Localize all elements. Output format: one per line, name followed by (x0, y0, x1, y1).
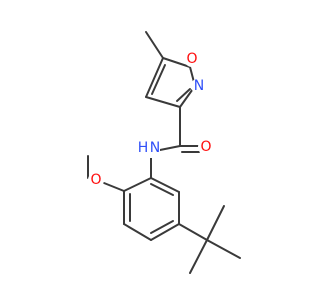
atom-label-layer: O N O N H O (88, 51, 214, 188)
isoxazole-nitrogen-atom: N (191, 78, 207, 94)
bond-tbu-me3 (189, 239, 208, 274)
amide-hydrogen-label: H (138, 140, 149, 156)
methoxy-oxygen-atom: O (88, 172, 104, 188)
bond-c4-c5 (145, 57, 164, 98)
amide-nitrogen-atom: N H (136, 140, 160, 158)
molecule-structure: O N O N H O (87, 31, 241, 274)
bond-ar4-ar5 (150, 223, 180, 241)
bond-ar5-tbu (178, 223, 208, 241)
carbonyl-oxygen-label: O (200, 139, 211, 155)
isoxazole-nitrogen-label: N (194, 78, 204, 94)
bond-carbonyl-n (159, 145, 181, 151)
bond-ar2-o (103, 182, 125, 192)
bond-c3-c4 (145, 96, 181, 108)
bond-methyl-c5 (145, 31, 164, 59)
bond-tbu-me2 (206, 239, 241, 259)
bond-n2-c3-double (176, 88, 191, 102)
amide-nitrogen-label: N (150, 140, 160, 156)
isoxazole-oxygen-atom: O (184, 51, 200, 67)
bond-c5-o1 (162, 57, 191, 68)
bond-ar3-ar4 (123, 223, 152, 241)
bond-ar6-ar1-double (150, 183, 174, 196)
isoxazole-oxygen-label: O (186, 51, 197, 67)
bond-c4-c5-double (151, 64, 166, 95)
bond-ar1-ar2 (123, 177, 152, 192)
carbonyl-oxygen-atom: O (198, 139, 214, 155)
bond-ar6-ar1 (150, 177, 180, 193)
bond-ar4-ar5-double (150, 220, 174, 234)
bond-layer (87, 31, 241, 274)
bond-tbu-me1 (206, 205, 225, 241)
methoxy-oxygen-label: O (90, 172, 101, 188)
